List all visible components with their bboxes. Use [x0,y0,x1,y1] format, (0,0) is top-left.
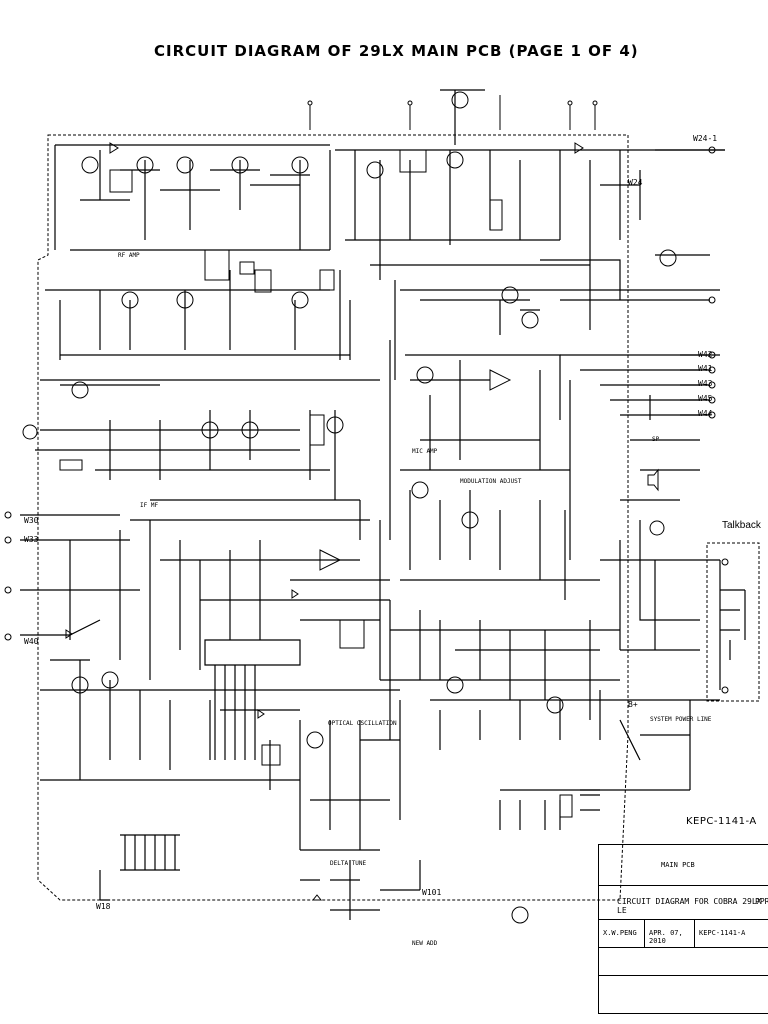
title-block-description-row: CIRCUIT DIAGRAM FOR COBRA 29LX LE PPR [599,885,768,920]
net-label-w33: W33 [24,535,39,544]
net-label-sp: SP [652,436,660,443]
net-label-w41: W41 [698,364,713,373]
net-label-w44: W44 [698,409,713,418]
net-label-w43: W43 [698,379,713,388]
wiring [20,89,746,920]
net-label-w45: W45 [698,394,713,403]
net-label-w101: W101 [422,888,442,897]
title-block: MAIN PCB CIRCUIT DIAGRAM FOR COBRA 29LX … [598,844,768,1014]
net-label-w30: W30 [24,516,39,525]
net-label-mic-amp: MIC AMP [412,448,438,455]
net-label-modulation-adjust: MODULATION ADJUST [460,478,522,485]
net-label-w18: W18 [96,902,111,911]
net-label-w24-1: W24-1 [693,134,718,143]
title-block-date: APR. 07, 2010 [649,929,683,945]
net-label-rf-amp: RF AMP [118,252,140,259]
title-block-code: PPR [755,897,768,906]
diagram-title: CIRCUIT DIAGRAM OF 29LX MAIN PCB (PAGE 1… [154,42,639,60]
net-label-w24: W24 [628,178,643,187]
title-block-docno-cell: KEPC-1141-A [695,919,768,947]
net-label-w40: W40 [24,637,39,646]
board-code: KEPC-1141-A [686,816,757,827]
net-label-w42: W42 [698,350,713,359]
title-block-main: MAIN PCB [661,861,695,869]
title-block-row-4 [599,947,768,976]
talkback-label: Talkback [722,520,761,531]
title-block-info-row: X.W.PENG APR. 07, 2010 KEPC-1141-A [599,919,768,948]
title-block-doc-no: KEPC-1141-A [699,929,746,937]
title-block-drawn-by: X.W.PENG [603,929,637,937]
net-label-if-mf: IF MF [140,502,159,509]
components [4,91,729,924]
net-label-new-add: NEW ADD [412,940,438,947]
net-label-system-power-line: SYSTEM POWER LINE [650,716,712,723]
title-block-row-5 [599,975,768,1013]
title-block-main-row: MAIN PCB [599,845,768,886]
net-label-delta-tune: DELTA TUNE [330,860,367,867]
title-block-date-cell: APR. 07, 2010 [645,919,695,947]
title-block-drawn-cell: X.W.PENG [599,919,645,947]
net-label-optical-oscillation: OPTICAL OSCILLATION [328,720,397,727]
title-block-description: CIRCUIT DIAGRAM FOR COBRA 29LX LE [617,897,762,915]
net-label-b-plus: B+ [628,700,638,709]
pcb-boundary [37,134,760,901]
